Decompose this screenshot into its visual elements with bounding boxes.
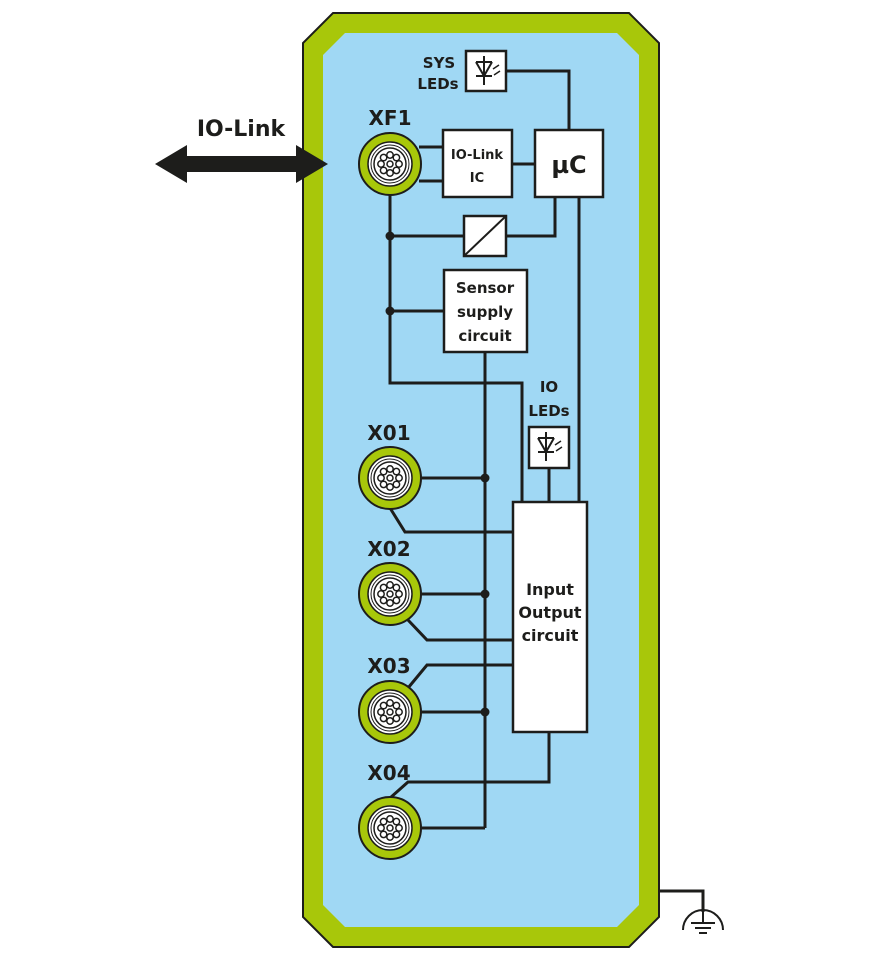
sensor-supply-label-1: Sensor <box>456 279 515 297</box>
connector-label-x04: X04 <box>367 761 410 785</box>
m12-connector-icon <box>358 446 422 510</box>
sensor-supply-block <box>442 268 529 354</box>
io-circuit-label-1: Input <box>526 580 574 599</box>
converter-icon <box>462 214 508 258</box>
microcontroller-label: µC <box>551 151 586 179</box>
io-link-ic-label-1: IO-Link <box>451 148 504 163</box>
connector-label-x01: X01 <box>367 421 410 445</box>
microcontroller-block <box>533 128 605 199</box>
io-leds-block <box>527 425 571 470</box>
connector-label-x02: X02 <box>367 537 410 561</box>
io-circuit-label-3: circuit <box>522 626 579 645</box>
sys-leds-label-2: LEDs <box>417 75 458 93</box>
connector-x02 <box>358 562 422 626</box>
sys-leds-block <box>464 49 508 93</box>
connector-label-xf1: XF1 <box>369 106 412 130</box>
connector-x03 <box>358 680 422 744</box>
io-link-label: IO-Link <box>197 117 287 142</box>
connector-x04 <box>358 796 422 860</box>
sensor-supply-label-2: supply <box>457 303 513 321</box>
m12-connector-icon <box>358 680 422 744</box>
io-leds-label-1: IO <box>540 378 558 396</box>
ground-icon <box>659 889 724 934</box>
io-link-ic-block <box>441 128 514 199</box>
m12-connector-icon <box>358 796 422 860</box>
m12-connector-icon <box>358 132 422 196</box>
m12-connector-icon <box>358 562 422 626</box>
connector-x01 <box>358 446 422 510</box>
connector-xf1 <box>358 132 422 196</box>
sensor-supply-label-3: circuit <box>458 327 511 345</box>
io-circuit-label-2: Output <box>518 603 581 622</box>
connector-label-x03: X03 <box>367 654 410 678</box>
io-leds-label-2: LEDs <box>528 402 569 420</box>
sys-leds-label-1: SYS <box>423 54 455 72</box>
io-circuit-block <box>511 500 589 734</box>
io-link-ic-label-2: IC <box>470 171 484 186</box>
io-link-arrow-icon <box>155 145 328 183</box>
wiring <box>385 69 581 830</box>
